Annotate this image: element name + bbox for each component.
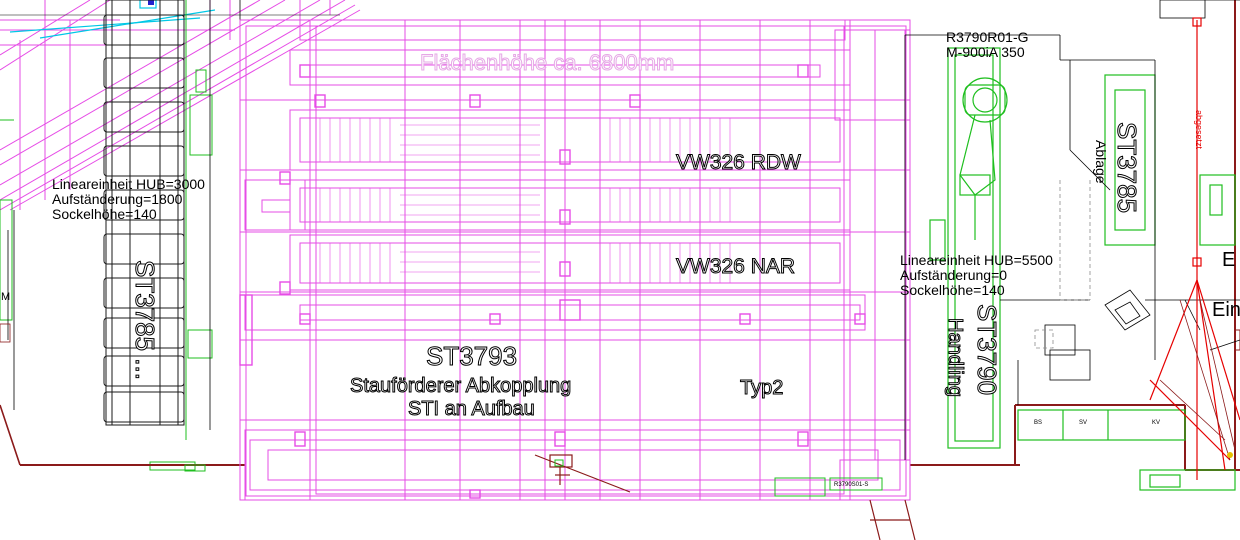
right-stand-label: Aufständerung=0 bbox=[900, 267, 1008, 283]
robot-id-label: R3790R01-G bbox=[946, 29, 1029, 45]
type-label: Typ2 bbox=[739, 377, 784, 399]
left-station-label: ST3785 ... bbox=[130, 260, 161, 381]
station-description-line2: STI an Aufbau bbox=[408, 398, 536, 420]
right-linear-unit-label: Lineareinheit HUB=5500 bbox=[900, 252, 1053, 268]
edge-text-ein: Ein bbox=[1212, 299, 1240, 321]
box-sv-label: SV bbox=[1079, 420, 1088, 426]
conveyor-rdw-label: VW326 RDW bbox=[676, 151, 802, 174]
side-marker-m: M bbox=[1, 291, 11, 303]
small-tag-label: R3790S01-S bbox=[834, 482, 869, 488]
ablage-station-name: Ablage bbox=[1093, 140, 1109, 184]
left-vertical-conveyor bbox=[103, 0, 185, 426]
edge-text-e: E bbox=[1222, 249, 1236, 271]
ablage-station-id: ST3785 bbox=[1112, 122, 1143, 214]
robot-st3790 bbox=[929, 47, 1236, 491]
handling-station-name: Handling bbox=[944, 318, 967, 398]
left-stand-label: Aufständerung=1800 bbox=[52, 191, 183, 207]
left-green-details bbox=[0, 0, 213, 471]
station-st3793-frame bbox=[239, 19, 911, 501]
red-line-label: abgesetzt bbox=[1194, 110, 1204, 150]
conveyor-rollers bbox=[319, 118, 731, 283]
box-bs-label: BS bbox=[1034, 420, 1043, 426]
yellow-marker bbox=[1227, 452, 1233, 458]
area-height-label: Flächenhöhe ca. 6800mm bbox=[419, 50, 675, 75]
fan-lines bbox=[1159, 299, 1236, 461]
red-line bbox=[1149, 17, 1240, 480]
robot-model-label: M-900iA 350 bbox=[946, 44, 1025, 60]
bottom-trapezoid bbox=[869, 499, 916, 540]
left-base-height-label: Sockelhöhe=140 bbox=[52, 206, 157, 222]
box-kv-label: KV bbox=[1152, 420, 1161, 426]
blue-marker bbox=[148, 0, 154, 5]
roller-bosses bbox=[239, 64, 866, 499]
motor-details bbox=[534, 454, 631, 493]
conveyor-nar-label: VW326 NAR bbox=[675, 255, 796, 278]
bottom-green-parts bbox=[184, 459, 883, 497]
left-linear-unit-label: Lineareinheit HUB=3000 bbox=[52, 176, 205, 192]
station-title: ST3793 bbox=[425, 341, 518, 371]
station-description-line1: Stauförderer Abkopplung bbox=[349, 375, 572, 397]
handling-station-id: ST3790 bbox=[972, 304, 1003, 396]
black-outline-right bbox=[904, 0, 1240, 460]
gray-dashed bbox=[1034, 180, 1091, 349]
right-base-height-label: Sockelhöhe=140 bbox=[900, 282, 1005, 298]
